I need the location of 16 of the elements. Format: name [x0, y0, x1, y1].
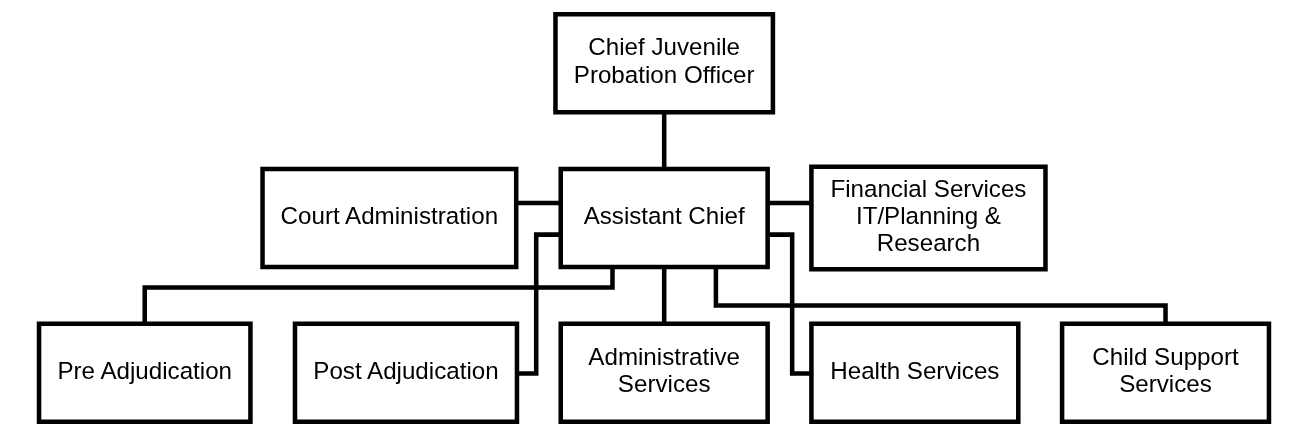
node-box: Administrative Services — [558, 321, 770, 425]
node-box: Financial Services IT/Planning & Research — [808, 164, 1048, 272]
connector — [141, 267, 615, 324]
connector — [713, 267, 1168, 324]
connector — [661, 267, 666, 324]
node-box: Court Administration — [259, 166, 518, 270]
node-box: Health Services — [808, 321, 1021, 425]
connector — [767, 200, 811, 206]
node-box: Assistant Chief — [558, 166, 770, 270]
node-box: Child Support Services — [1059, 321, 1271, 425]
node-box: Post Adjudication — [292, 321, 519, 425]
node-box: Pre Adjudication — [36, 321, 253, 425]
connector — [516, 232, 560, 376]
connector — [515, 200, 560, 206]
node-box: Chief Juvenile Probation Officer — [552, 11, 775, 115]
connector — [661, 112, 666, 169]
